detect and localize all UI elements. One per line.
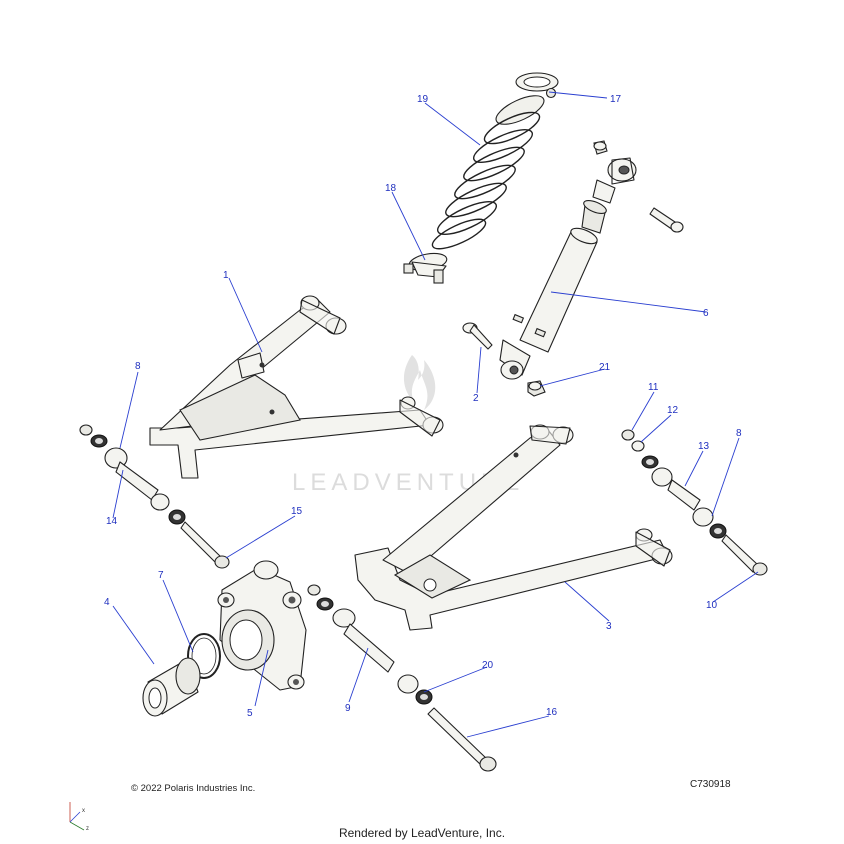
part-19-coil-spring: [431, 95, 545, 250]
callout-9: 9: [345, 703, 351, 714]
rendered-by-text: Rendered by LeadVenture, Inc.: [338, 826, 506, 840]
part-1-upper-a-arm: [149, 295, 444, 479]
callout-19: 19: [417, 94, 429, 105]
callout-17: 17: [610, 94, 622, 105]
leader-lines: [112, 91, 759, 738]
callout-8-left: 8: [135, 361, 141, 372]
callout-8-right: 8: [736, 428, 742, 439]
part-2-shock-lower-bolt: [462, 322, 493, 350]
left-bushing-stack: [79, 424, 230, 569]
part-21-nut: [527, 380, 546, 397]
part-5-bearing-carrier: [217, 560, 307, 691]
callout-12: 12: [667, 405, 679, 416]
axis-label-x: x: [82, 808, 85, 814]
part-18-spring-seat: [403, 252, 448, 284]
callout-11: 11: [648, 382, 659, 393]
callout-1: 1: [223, 270, 229, 281]
callout-13: 13: [698, 441, 710, 452]
callout-18: 18: [385, 183, 397, 194]
diagram-code: C730918: [690, 779, 731, 790]
part-4-wheel-bearing: [142, 657, 201, 717]
callout-21: 21: [599, 362, 611, 373]
callout-numbers: 1 2 3 4 5 6 7 8 8 9 10 11 12 13 14 15 16…: [104, 94, 742, 719]
callout-6: 6: [703, 308, 709, 319]
callout-2: 2: [473, 393, 479, 404]
callout-15: 15: [291, 506, 303, 517]
callout-14: 14: [106, 516, 118, 527]
center-bushing-stack: [307, 584, 497, 772]
part-17-retainer-clip: [515, 72, 559, 99]
part-3-lower-a-arm: [354, 424, 673, 631]
watermark-flame-icon: [403, 355, 436, 410]
axis-triad: x z: [69, 802, 89, 832]
right-bushing-stack: [621, 429, 768, 576]
callout-3: 3: [606, 621, 612, 632]
part-7-snap-ring: [187, 633, 221, 679]
axis-label-z: z: [86, 826, 89, 832]
callout-5: 5: [247, 708, 253, 719]
callout-7: 7: [158, 570, 164, 581]
copyright-text: © 2022 Polaris Industries Inc.: [131, 783, 256, 794]
shock-top-nut: [593, 140, 608, 155]
shock-top-bolt: [649, 207, 684, 233]
callout-20: 20: [482, 660, 494, 671]
part-6-shock-absorber: [499, 157, 637, 380]
callout-10: 10: [706, 600, 718, 611]
callout-16: 16: [546, 707, 558, 718]
callout-4: 4: [104, 597, 110, 608]
